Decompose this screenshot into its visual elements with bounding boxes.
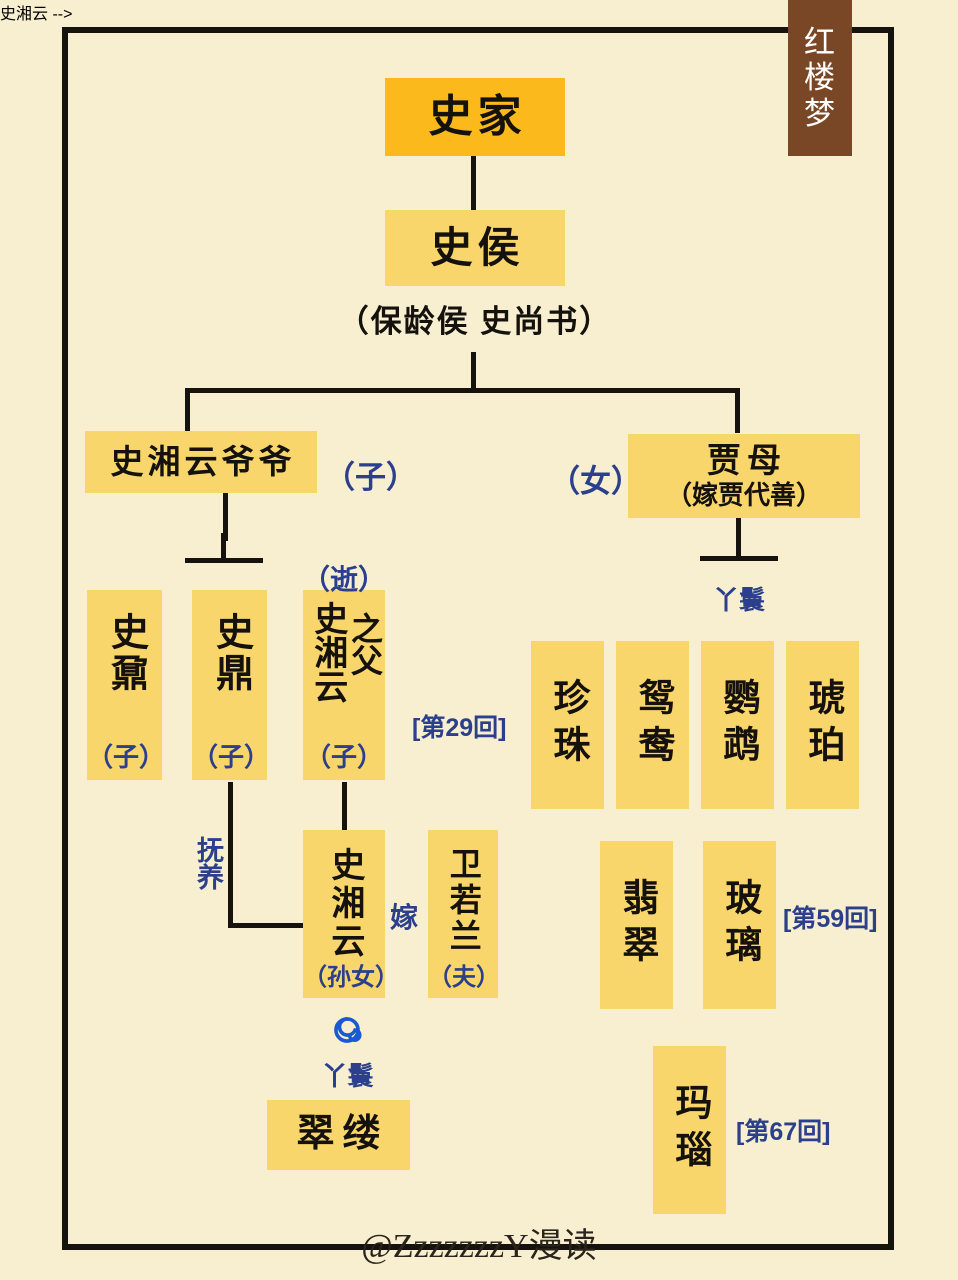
- node-wei-ruolan[interactable]: 卫若兰 （夫）: [428, 830, 500, 998]
- node-shi-xiangyun[interactable]: 史湘云 （孙女）: [303, 830, 399, 998]
- connector-shihou-down: [471, 352, 476, 390]
- node-maid-feicui[interactable]: 翡翠: [600, 841, 673, 1009]
- node-maid-yingwu[interactable]: 鹦鹉: [701, 641, 774, 809]
- connector-jiamu-tbar: [700, 556, 778, 561]
- connector-split-horizontal: [185, 388, 740, 393]
- series-title-char-1: 红: [804, 25, 836, 60]
- node-jia-mu-sub: （嫁贾代善）: [665, 479, 822, 510]
- node-shi-family-label: 史家: [428, 91, 527, 141]
- maid-label-xiangyun: 丫鬟: [321, 1061, 374, 1091]
- node-xiangyun-father-relation: （子）: [304, 742, 383, 772]
- annotation-chapter-59: [第59回]: [783, 905, 878, 933]
- node-maid-zhenzhu-label: 珍珠: [547, 678, 589, 772]
- annotation-chapter-29: [第29回]: [412, 714, 507, 742]
- node-maid-boli[interactable]: 玻璃: [703, 841, 776, 1009]
- watermark: @ZzzzzzzY漫读: [361, 1228, 597, 1265]
- node-wei-ruolan-label: 卫若兰: [445, 847, 482, 955]
- node-jia-mu-label: 贾母: [707, 442, 787, 481]
- node-shi-xiangyun-label: 史湘云: [325, 847, 364, 961]
- relation-grandfather-son: （子）: [324, 460, 417, 495]
- node-shi-nai-label: 史鼐: [104, 612, 147, 694]
- node-shi-hou[interactable]: 史侯: [385, 210, 565, 286]
- connector-raise-horizontal: [228, 923, 306, 928]
- node-xiangyun-father-label: 史湘云: [308, 601, 347, 703]
- node-shi-xiangyun-relation: （孙女）: [303, 964, 399, 991]
- node-maid-zhenzhu[interactable]: 珍珠: [531, 641, 604, 809]
- maid-label-jiamu: 丫鬟: [712, 585, 765, 615]
- node-cuilv[interactable]: 翠缕: [267, 1100, 410, 1170]
- node-xiangyun-father-suffix: 之父: [347, 612, 383, 676]
- spiral-icon: [334, 1017, 362, 1043]
- status-xiangyun-father-deceased: （逝）: [302, 564, 387, 595]
- connector-grandfather-stem: [221, 533, 226, 561]
- annotation-marry: 嫁: [390, 902, 419, 933]
- connector-split-left-drop: [185, 388, 190, 433]
- node-maid-manao-label: 玛瑙: [669, 1083, 711, 1177]
- node-shi-nai-relation: （子）: [87, 742, 166, 772]
- series-title-char-2: 楼: [804, 60, 836, 96]
- node-maid-yingwu-label: 鹦鹉: [717, 678, 759, 772]
- annotation-chapter-67: [第67回]: [736, 1118, 831, 1146]
- connector-grandfather-down: [223, 493, 228, 541]
- node-shi-ding-label: 史鼎: [209, 612, 252, 694]
- node-cuilv-label: 翠缕: [296, 1113, 389, 1156]
- connector-father-to-xiangyun: [342, 782, 347, 830]
- annotation-raise: 抚养: [193, 836, 224, 890]
- connector-jiamu-down: [736, 518, 741, 558]
- node-jia-mu[interactable]: 贾母 （嫁贾代善）: [628, 434, 860, 518]
- node-shi-nai[interactable]: 史鼐 （子）: [87, 590, 166, 780]
- node-maid-feicui-label: 翡翠: [616, 878, 658, 972]
- node-shi-ding-relation: （子）: [192, 742, 271, 772]
- node-maid-yuanyang-label: 鸳鸯: [632, 678, 674, 772]
- node-shi-ding[interactable]: 史鼎 （子）: [192, 590, 271, 780]
- connector-split-right-drop: [735, 388, 740, 433]
- series-title-badge: 红 楼 梦: [788, 0, 852, 156]
- node-xiangyun-grandfather[interactable]: 史湘云爷爷: [85, 431, 317, 493]
- node-maid-boli-label: 玻璃: [719, 878, 761, 972]
- node-shi-family[interactable]: 史家: [385, 78, 565, 156]
- relation-jiamu-daughter: （女）: [549, 464, 642, 499]
- node-maid-yuanyang[interactable]: 鸳鸯: [616, 641, 689, 809]
- node-shi-hou-caption: （保龄侯 史尚书）: [337, 304, 613, 339]
- node-maid-hupo[interactable]: 琥珀: [786, 641, 859, 809]
- connector-raise-vertical: [228, 782, 233, 928]
- node-shi-hou-label: 史侯: [430, 223, 525, 271]
- node-maid-manao[interactable]: 玛瑙: [653, 1046, 726, 1214]
- node-xiangyun-grandfather-label: 史湘云爷爷: [110, 442, 296, 480]
- outer-frame: [62, 27, 894, 1250]
- node-maid-hupo-label: 琥珀: [802, 678, 844, 772]
- node-wei-ruolan-relation: （夫）: [428, 964, 500, 991]
- connector-shijia-shihou: [471, 156, 476, 210]
- node-xiangyun-father[interactable]: 史湘云 之父 （子）: [303, 590, 385, 780]
- series-title-char-3: 梦: [804, 95, 836, 131]
